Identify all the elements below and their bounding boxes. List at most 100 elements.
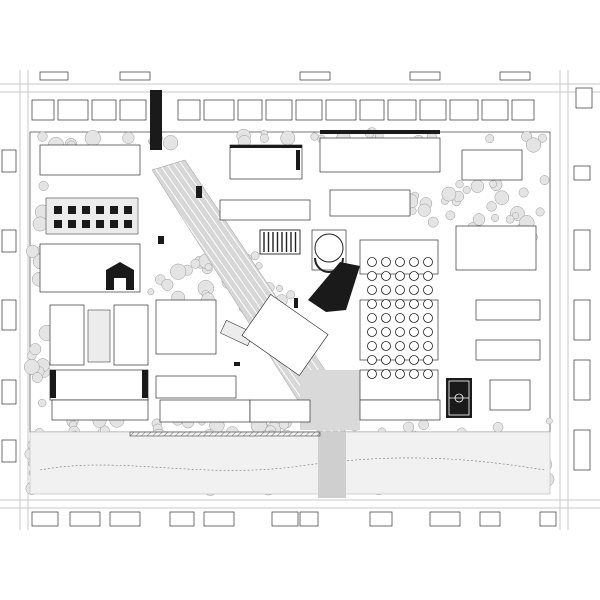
tree-canopy-circle: [545, 417, 553, 425]
tree-canopy-circle: [491, 214, 500, 222]
terrace-roof-dome: [381, 341, 391, 351]
tree-canopy-circle: [525, 137, 542, 153]
terrace-roof-dome: [423, 341, 433, 351]
tree-canopy-circle: [445, 210, 456, 221]
terrace-roof-dome: [423, 369, 433, 379]
terrace-roof-dome: [395, 271, 405, 281]
tree-canopy-circle: [23, 359, 40, 375]
tree-canopy-circle: [147, 288, 155, 296]
tree-canopy-circle: [470, 179, 485, 193]
terrace-roof-dome: [367, 313, 377, 323]
block-east-housing: [455, 149, 541, 411]
terrace-roof-dome: [423, 271, 433, 281]
terrace-roof-dome: [395, 313, 405, 323]
block-northwest: [39, 144, 141, 293]
tree-canopy-circle: [259, 133, 269, 143]
neighbour-houses-south: [31, 511, 557, 527]
terrace-roof-dome: [367, 285, 377, 295]
tree-canopy-circle: [427, 216, 439, 228]
terrace-roof-dome: [409, 285, 419, 295]
terrace-roof-dome: [367, 369, 377, 379]
block-northeast-row: [319, 137, 441, 217]
tree-canopy-circle: [38, 180, 49, 191]
roof-light-marker: [82, 220, 90, 228]
tree-canopy-circle: [38, 398, 47, 408]
terrace-roof-dome: [395, 369, 405, 379]
terrace-roof-dome: [409, 313, 419, 323]
terrace-roof-dome: [367, 327, 377, 337]
tree-canopy-circle: [37, 131, 48, 142]
tree-canopy-circle: [492, 422, 504, 433]
park-path: [39, 457, 546, 471]
north-edge-wall: [320, 130, 440, 134]
roof-light-marker: [54, 220, 62, 228]
tree-canopy-circle: [538, 133, 547, 143]
terrace-roof-dome: [409, 257, 419, 267]
tree-canopy-circle: [539, 175, 550, 185]
terrace-roof-dome: [423, 327, 433, 337]
tree-canopy-circle: [535, 207, 545, 217]
tree-canopy-circle: [163, 135, 179, 151]
terrace-roof-dome: [409, 341, 419, 351]
tree-canopy-circle: [505, 215, 515, 224]
tree-canopy-circle: [403, 421, 415, 433]
terrace-roof-dome: [381, 257, 391, 267]
tree-canopy-circle: [276, 284, 283, 292]
terrace-roof-dome: [395, 299, 405, 309]
terrace-roof-dome: [367, 341, 377, 351]
terrace-roof-dome: [367, 299, 377, 309]
terrace-roof-dome: [423, 313, 433, 323]
tree-canopy-circle: [417, 203, 431, 217]
terrace-roof-dome: [395, 355, 405, 365]
neighbour-houses-east: [573, 87, 593, 471]
hatched-pavilion: [259, 229, 301, 255]
terrace-roof-dome: [381, 285, 391, 295]
roof-light-marker: [68, 206, 76, 214]
roof-light-marker: [54, 206, 62, 214]
tree-canopy-circle: [286, 290, 296, 300]
terrace-roof-dome: [423, 355, 433, 365]
tree-canopy-circle: [84, 130, 101, 147]
markers: [158, 150, 300, 366]
tree-canopy-circle: [462, 186, 471, 194]
terrace-roof-dome: [367, 257, 377, 267]
neighbour-houses-north: [31, 71, 535, 121]
roof-light-marker: [96, 206, 104, 214]
terrace-roof-dome: [409, 299, 419, 309]
terrace-roof-dome: [409, 271, 419, 281]
terrace-roof-dome: [381, 271, 391, 281]
block-central-south: [155, 293, 329, 423]
roof-light-marker: [124, 206, 132, 214]
tree-canopy-circle: [32, 216, 48, 232]
terrace-roof-dome: [395, 285, 405, 295]
terrace-roof-dome: [367, 271, 377, 281]
terrace-roof-dome: [395, 257, 405, 267]
terrace-roof-dome: [423, 257, 433, 267]
southern-park: [29, 431, 551, 495]
street-grid: [0, 70, 600, 530]
rotunda-building: [308, 229, 360, 312]
promenade-south-extension: [318, 432, 346, 498]
block-west-courtyard: [49, 304, 149, 421]
terrace-roof-dome: [409, 327, 419, 337]
tree-canopy-circle: [29, 343, 42, 356]
roof-light-marker: [124, 220, 132, 228]
terrace-roof-dome: [381, 313, 391, 323]
roof-light-marker: [68, 220, 76, 228]
tree-canopy-circle: [161, 278, 174, 291]
roof-light-marker: [82, 206, 90, 214]
neighbour-houses-west: [1, 149, 17, 463]
roof-light-marker: [110, 206, 118, 214]
tree-canopy-circle: [472, 213, 486, 226]
tree-canopy-circle: [489, 180, 497, 188]
roof-light-marker: [110, 220, 118, 228]
terrace-roof-dome: [381, 299, 391, 309]
tree-canopy-circle: [518, 187, 529, 198]
terrace-roof-dome: [409, 355, 419, 365]
terrace-roof-dome: [381, 327, 391, 337]
south-wall: [129, 431, 321, 437]
tree-canopy-circle: [418, 419, 429, 430]
tree-canopy-circle: [170, 263, 187, 280]
north-connector: [150, 90, 162, 150]
